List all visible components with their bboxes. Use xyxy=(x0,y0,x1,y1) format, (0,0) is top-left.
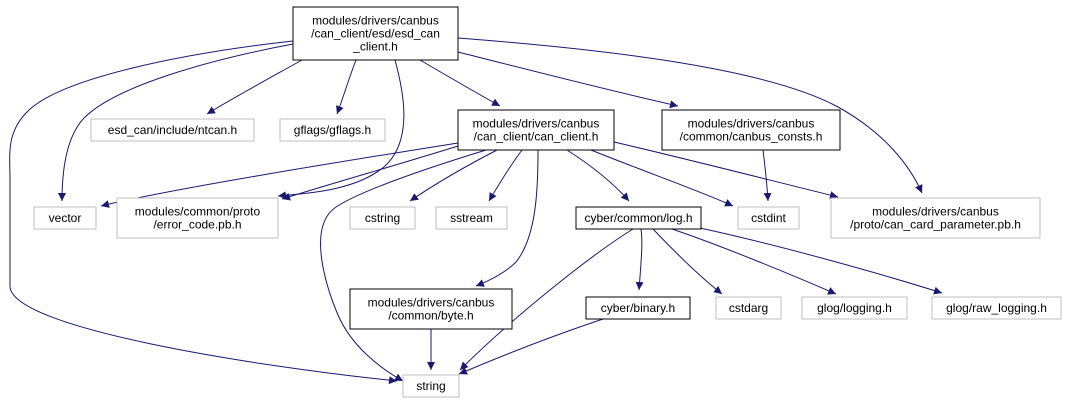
node-label-line: modules/common/proto xyxy=(135,205,261,219)
node-esd-can-client: modules/drivers/canbus/can_client/esd/es… xyxy=(292,6,459,61)
edge-canbus_consts-to-cstdint xyxy=(762,149,772,202)
node-box xyxy=(116,197,279,239)
node-box xyxy=(830,197,1041,239)
node-label-line: /common/canbus_consts.h xyxy=(680,130,823,144)
node-label-line: cstring xyxy=(365,211,400,225)
node-glog-logging: glog/logging.h xyxy=(801,296,908,320)
edge-can_client-to-cstring xyxy=(409,149,498,202)
node-box xyxy=(435,206,508,230)
node-label-line: /can_client/can_client.h xyxy=(474,130,599,144)
edge-esd_can_client-to-error_code xyxy=(277,59,405,200)
edge-log-to-binary xyxy=(635,228,644,291)
edge-can_client-to-sstream xyxy=(488,149,523,202)
node-log[interactable]: cyber/common/log.h xyxy=(575,206,702,230)
node-label-line: modules/drivers/canbus xyxy=(688,117,815,131)
node-box xyxy=(90,118,255,142)
node-label-line: glog/logging.h xyxy=(817,301,892,315)
node-box xyxy=(737,206,800,230)
edge-can_client-to-error_code xyxy=(281,145,459,201)
node-box xyxy=(801,296,908,320)
node-label-line: gflags/gflags.h xyxy=(294,123,371,137)
edge-can_client-to-cstdint xyxy=(590,149,734,207)
node-ntcan: esd_can/include/ntcan.h xyxy=(90,118,255,142)
edge-log-to-string xyxy=(459,228,634,371)
node-box xyxy=(292,6,459,61)
node-canbus-consts[interactable]: modules/drivers/canbus/common/canbus_con… xyxy=(661,109,841,151)
edge-can_client-to-log xyxy=(566,149,630,202)
node-box xyxy=(715,296,782,320)
node-label-line: cstdint xyxy=(751,211,786,225)
node-label-line: _client.h xyxy=(352,40,398,54)
node-gflags: gflags/gflags.h xyxy=(279,118,386,142)
node-box xyxy=(661,109,841,151)
node-cstdarg: cstdarg xyxy=(715,296,782,320)
node-byte[interactable]: modules/drivers/canbus/common/byte.h xyxy=(349,288,513,330)
node-label-line: cyber/common/log.h xyxy=(584,211,692,225)
edge-can_client-to-vector xyxy=(100,142,459,208)
node-box xyxy=(931,296,1062,320)
node-label-line: glog/raw_logging.h xyxy=(946,301,1047,315)
edge-esd_can_client-to-ntcan xyxy=(206,59,303,115)
node-error-code: modules/common/proto/error_code.pb.h xyxy=(116,197,279,239)
node-box xyxy=(585,296,691,320)
node-cstdint: cstdint xyxy=(737,206,800,230)
node-label-line: /common/byte.h xyxy=(388,309,473,323)
node-box xyxy=(33,206,97,230)
node-label-line: cyber/binary.h xyxy=(601,301,675,315)
nodes-layer: modules/drivers/canbus/can_client/esd/es… xyxy=(33,6,1062,398)
edge-binary-to-string xyxy=(458,318,604,375)
edge-can_client-to-can_card_parameter xyxy=(613,141,839,199)
node-can-client[interactable]: modules/drivers/canbus/can_client/can_cl… xyxy=(457,109,615,151)
node-box xyxy=(349,206,416,230)
edge-esd_can_client-to-canbus_consts xyxy=(457,51,679,109)
node-box xyxy=(279,118,386,142)
node-label-line: esd_can/include/ntcan.h xyxy=(108,123,237,137)
edge-esd_can_client-to-gflags xyxy=(336,59,357,115)
node-label-line: /proto/can_card_parameter.pb.h xyxy=(850,218,1021,232)
node-can-card-parameter: modules/drivers/canbus/proto/can_card_pa… xyxy=(830,197,1041,239)
node-sstream: sstream xyxy=(435,206,508,230)
node-label-line: modules/drivers/canbus xyxy=(368,296,495,310)
edge-can_client-to-byte xyxy=(475,149,539,287)
node-box xyxy=(349,288,513,330)
node-glog-raw-logging: glog/raw_logging.h xyxy=(931,296,1062,320)
edge-esd_can_client-to-string xyxy=(9,40,398,385)
node-label-line: /can_client/esd/esd_can xyxy=(311,27,440,41)
edge-log-to-cstdarg xyxy=(652,228,723,295)
node-label-line: /error_code.pb.h xyxy=(153,218,241,232)
node-label-line: modules/drivers/canbus xyxy=(473,117,600,131)
node-label-line: vector xyxy=(49,211,82,225)
edge-log-to-glog_raw_logging xyxy=(699,227,943,295)
node-box xyxy=(402,374,460,398)
edge-log-to-glog_logging xyxy=(671,228,837,295)
node-label-line: sstream xyxy=(450,211,493,225)
edge-esd_can_client-to-vector xyxy=(58,43,294,202)
node-label-line: modules/drivers/canbus xyxy=(312,14,439,28)
node-label-line: modules/drivers/canbus xyxy=(872,205,999,219)
edge-can_client-to-string xyxy=(320,149,487,382)
node-string: string xyxy=(402,374,460,398)
node-box xyxy=(457,109,615,151)
edge-esd_can_client-to-can_client xyxy=(419,59,501,107)
edges-layer xyxy=(9,37,943,385)
node-label-line: cstdarg xyxy=(729,301,768,315)
node-cstring: cstring xyxy=(349,206,416,230)
node-label-line: string xyxy=(416,379,445,393)
node-binary[interactable]: cyber/binary.h xyxy=(585,296,691,320)
edge-esd_can_client-to-can_card_parameter xyxy=(457,37,923,194)
node-box xyxy=(575,206,702,230)
node-vector: vector xyxy=(33,206,97,230)
